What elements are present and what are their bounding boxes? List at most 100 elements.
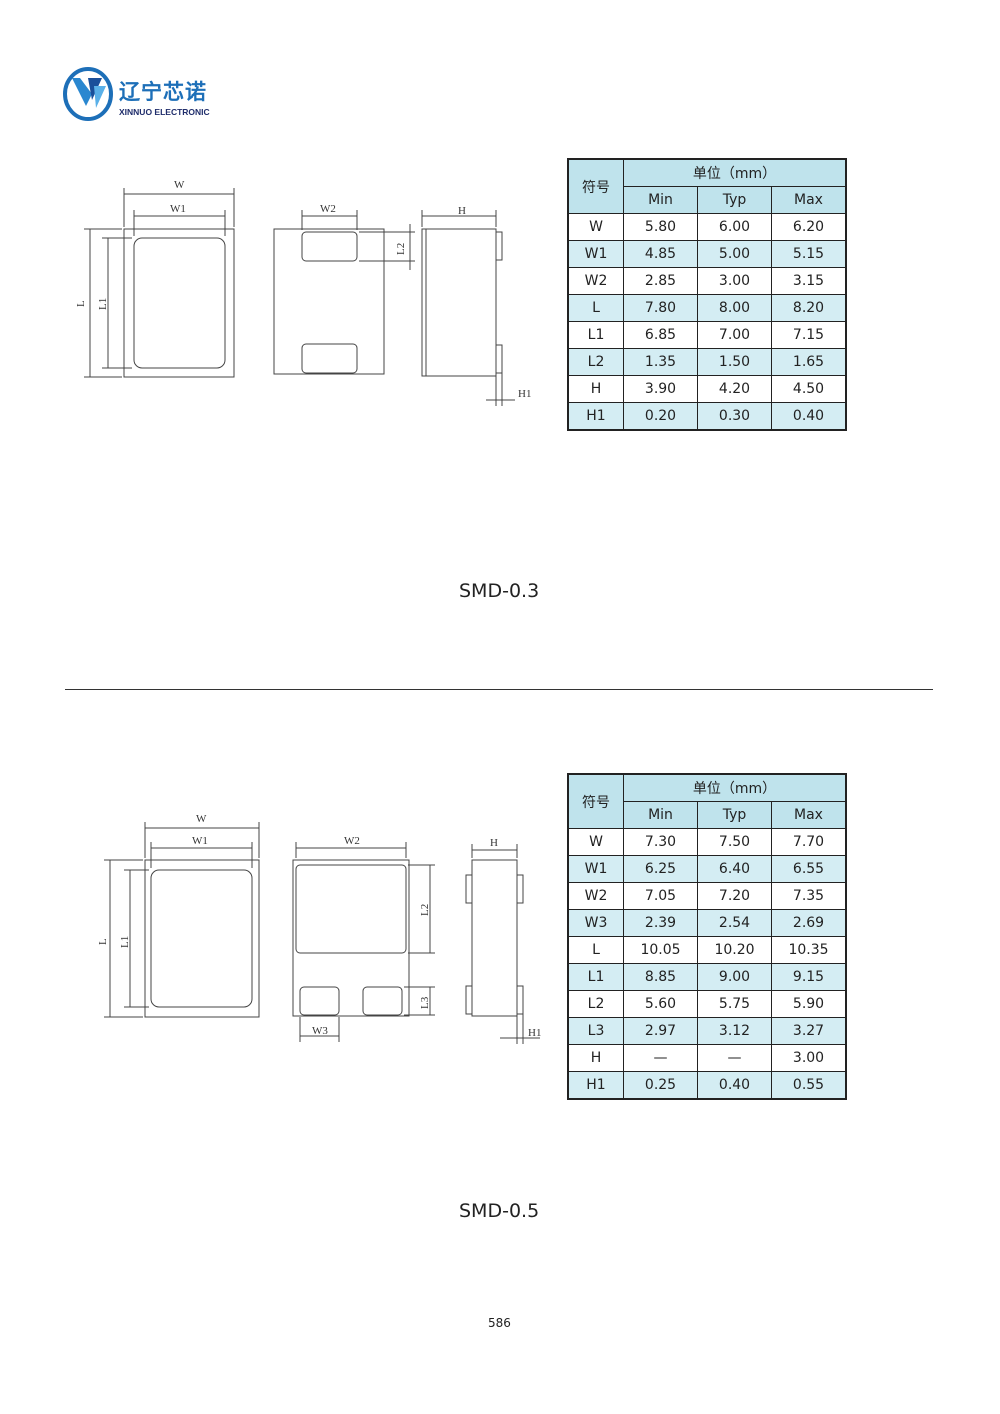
cell-typ: 9.00 — [697, 963, 772, 991]
cell-max: 7.15 — [771, 321, 847, 349]
cell-max: 6.55 — [771, 855, 847, 883]
cell-min: 5.80 — [623, 213, 698, 241]
cell-typ: — — [697, 1044, 772, 1072]
cell-typ: 3.00 — [697, 267, 772, 295]
cell-min: — — [623, 1044, 698, 1072]
cell-min: 2.85 — [623, 267, 698, 295]
smd05-label-l: L — [97, 938, 109, 945]
smd05-label-w2: W2 — [344, 835, 360, 847]
smd05-label-l2: L2 — [419, 904, 431, 916]
cell-max: 3.27 — [771, 1017, 847, 1045]
cell-typ: 5.75 — [697, 990, 772, 1018]
col-min: Min — [623, 801, 698, 829]
cell-min: 7.80 — [623, 294, 698, 322]
brand-name-en: XINNUO ELECTRONIC — [119, 107, 210, 117]
col-max: Max — [771, 186, 847, 214]
unit-header: 单位（mm） — [623, 773, 847, 802]
cell-sym: W1 — [567, 240, 624, 268]
smd05-label-h1: H1 — [528, 1027, 541, 1039]
table-row: H——3.00 — [567, 1044, 847, 1072]
cell-sym: W3 — [567, 909, 624, 937]
col-min: Min — [623, 186, 698, 214]
cell-typ: 7.00 — [697, 321, 772, 349]
cell-max: 3.15 — [771, 267, 847, 295]
cell-max: 5.90 — [771, 990, 847, 1018]
cell-min: 0.20 — [623, 402, 698, 431]
smd05-label-w: W — [196, 813, 207, 825]
cell-max: 5.15 — [771, 240, 847, 268]
cell-typ: 0.40 — [697, 1071, 772, 1100]
cell-max: 4.50 — [771, 375, 847, 403]
brand-logo: 辽宁芯诺 XINNUO ELECTRONIC — [62, 66, 262, 126]
cell-max: 10.35 — [771, 936, 847, 964]
smd03-caption: SMD-0.3 — [459, 580, 540, 602]
cell-typ: 7.20 — [697, 882, 772, 910]
xinnuo-logo-icon — [63, 67, 113, 121]
smd03-label-h: H — [458, 205, 466, 217]
smd03-outline-drawing: W W1 W2 H H1 L L1 L2 — [75, 179, 531, 406]
cell-max: 3.00 — [771, 1044, 847, 1072]
cell-min: 6.25 — [623, 855, 698, 883]
cell-max: 0.40 — [771, 402, 847, 431]
smd03-label-w: W — [174, 179, 185, 191]
smd05-label-l1: L1 — [119, 936, 131, 948]
symbol-header: 符号 — [567, 158, 624, 214]
cell-sym: W2 — [567, 267, 624, 295]
cell-sym: H1 — [567, 402, 624, 431]
cell-typ: 8.00 — [697, 294, 772, 322]
cell-sym: L1 — [567, 321, 624, 349]
cell-sym: W1 — [567, 855, 624, 883]
symbol-header: 符号 — [567, 773, 624, 829]
col-typ: Typ — [697, 801, 772, 829]
cell-max: 6.20 — [771, 213, 847, 241]
smd05-label-w3: W3 — [312, 1025, 328, 1037]
cell-min: 8.85 — [623, 963, 698, 991]
cell-typ: 10.20 — [697, 936, 772, 964]
cell-sym: L2 — [567, 348, 624, 376]
cell-sym: W — [567, 828, 624, 856]
cell-max: 2.69 — [771, 909, 847, 937]
cell-min: 0.25 — [623, 1071, 698, 1100]
col-typ: Typ — [697, 186, 772, 214]
cell-typ: 2.54 — [697, 909, 772, 937]
brand-name-cn: 辽宁芯诺 — [119, 80, 207, 104]
cell-max: 7.70 — [771, 828, 847, 856]
cell-max: 8.20 — [771, 294, 847, 322]
cell-min: 3.90 — [623, 375, 698, 403]
unit-header: 单位（mm） — [623, 158, 847, 187]
col-max: Max — [771, 801, 847, 829]
smd03-label-w2: W2 — [320, 203, 336, 215]
cell-sym: L — [567, 936, 624, 964]
smd03-label-l2: L2 — [395, 243, 407, 255]
smd05-caption: SMD-0.5 — [459, 1200, 540, 1222]
cell-min: 4.85 — [623, 240, 698, 268]
cell-min: 7.30 — [623, 828, 698, 856]
cell-max: 9.15 — [771, 963, 847, 991]
smd05-label-l3: L3 — [419, 996, 431, 1009]
smd03-label-h1: H1 — [518, 388, 531, 400]
smd03-label-l: L — [75, 300, 87, 307]
smd05-label-h: H — [490, 837, 498, 849]
section-divider — [65, 689, 933, 690]
cell-typ: 7.50 — [697, 828, 772, 856]
cell-typ: 5.00 — [697, 240, 772, 268]
cell-sym: H1 — [567, 1071, 624, 1100]
smd03-label-l1: L1 — [97, 298, 109, 310]
cell-sym: H — [567, 375, 624, 403]
smd05-label-w1: W1 — [192, 835, 208, 847]
cell-typ: 3.12 — [697, 1017, 772, 1045]
cell-typ: 6.00 — [697, 213, 772, 241]
